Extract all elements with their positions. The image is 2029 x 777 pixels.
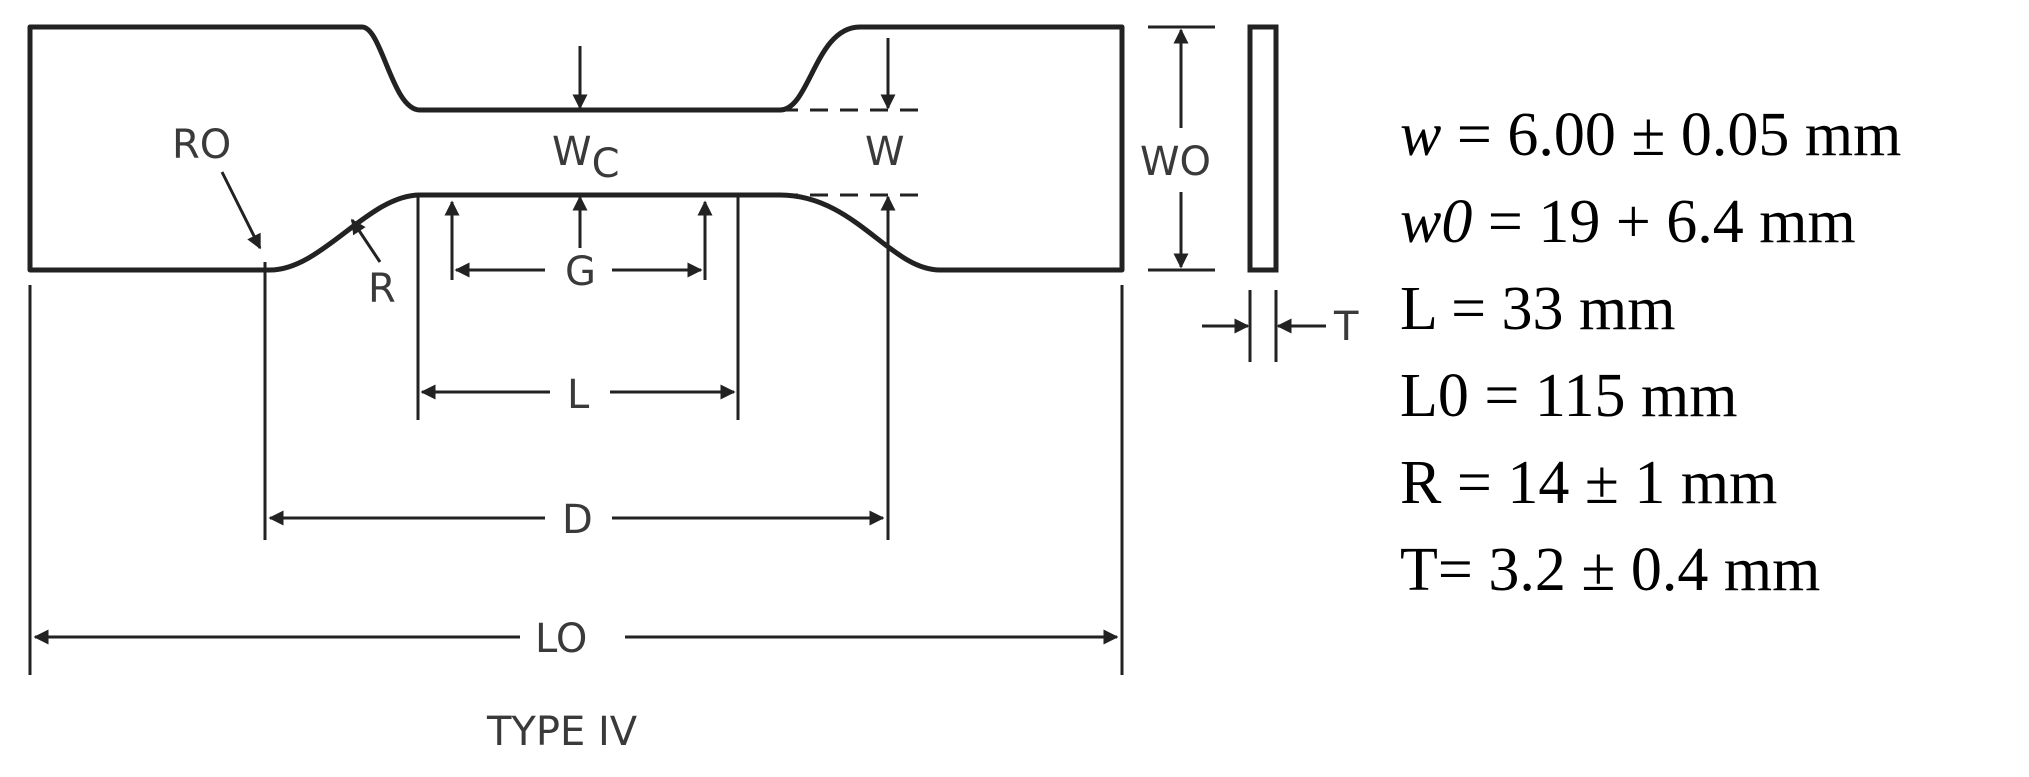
- spec-w0: w0 = 19 + 6.4 mm: [1400, 188, 1856, 256]
- side-view: [1247, 24, 1279, 273]
- w-label: W: [865, 129, 905, 175]
- wo-label: WO: [1140, 139, 1211, 185]
- specification-list: w = 6.00 ± 0.05 mm w0 = 19 + 6.4 mm L = …: [1400, 92, 1901, 614]
- wc-label: WC: [552, 129, 620, 187]
- r-label: R: [368, 266, 396, 312]
- spec-w: w = 6.00 ± 0.05 mm: [1400, 101, 1902, 169]
- r-leader: [350, 218, 382, 263]
- ro-label: RO: [172, 122, 231, 168]
- spec-t: T= 3.2 ± 0.4 mm: [1400, 536, 1821, 604]
- d-label: D: [562, 497, 593, 543]
- lo-label: LO: [535, 616, 587, 662]
- spec-l0: L0 = 115 mm: [1400, 362, 1738, 430]
- t-label: T: [1333, 304, 1359, 350]
- l-label: L: [567, 372, 590, 418]
- ro-leader: [220, 171, 262, 250]
- caption-type: TYPE IV: [486, 709, 638, 755]
- g-label: G: [565, 249, 596, 295]
- spec-r: R = 14 ± 1 mm: [1400, 449, 1778, 517]
- spec-l: L = 33 mm: [1400, 275, 1676, 343]
